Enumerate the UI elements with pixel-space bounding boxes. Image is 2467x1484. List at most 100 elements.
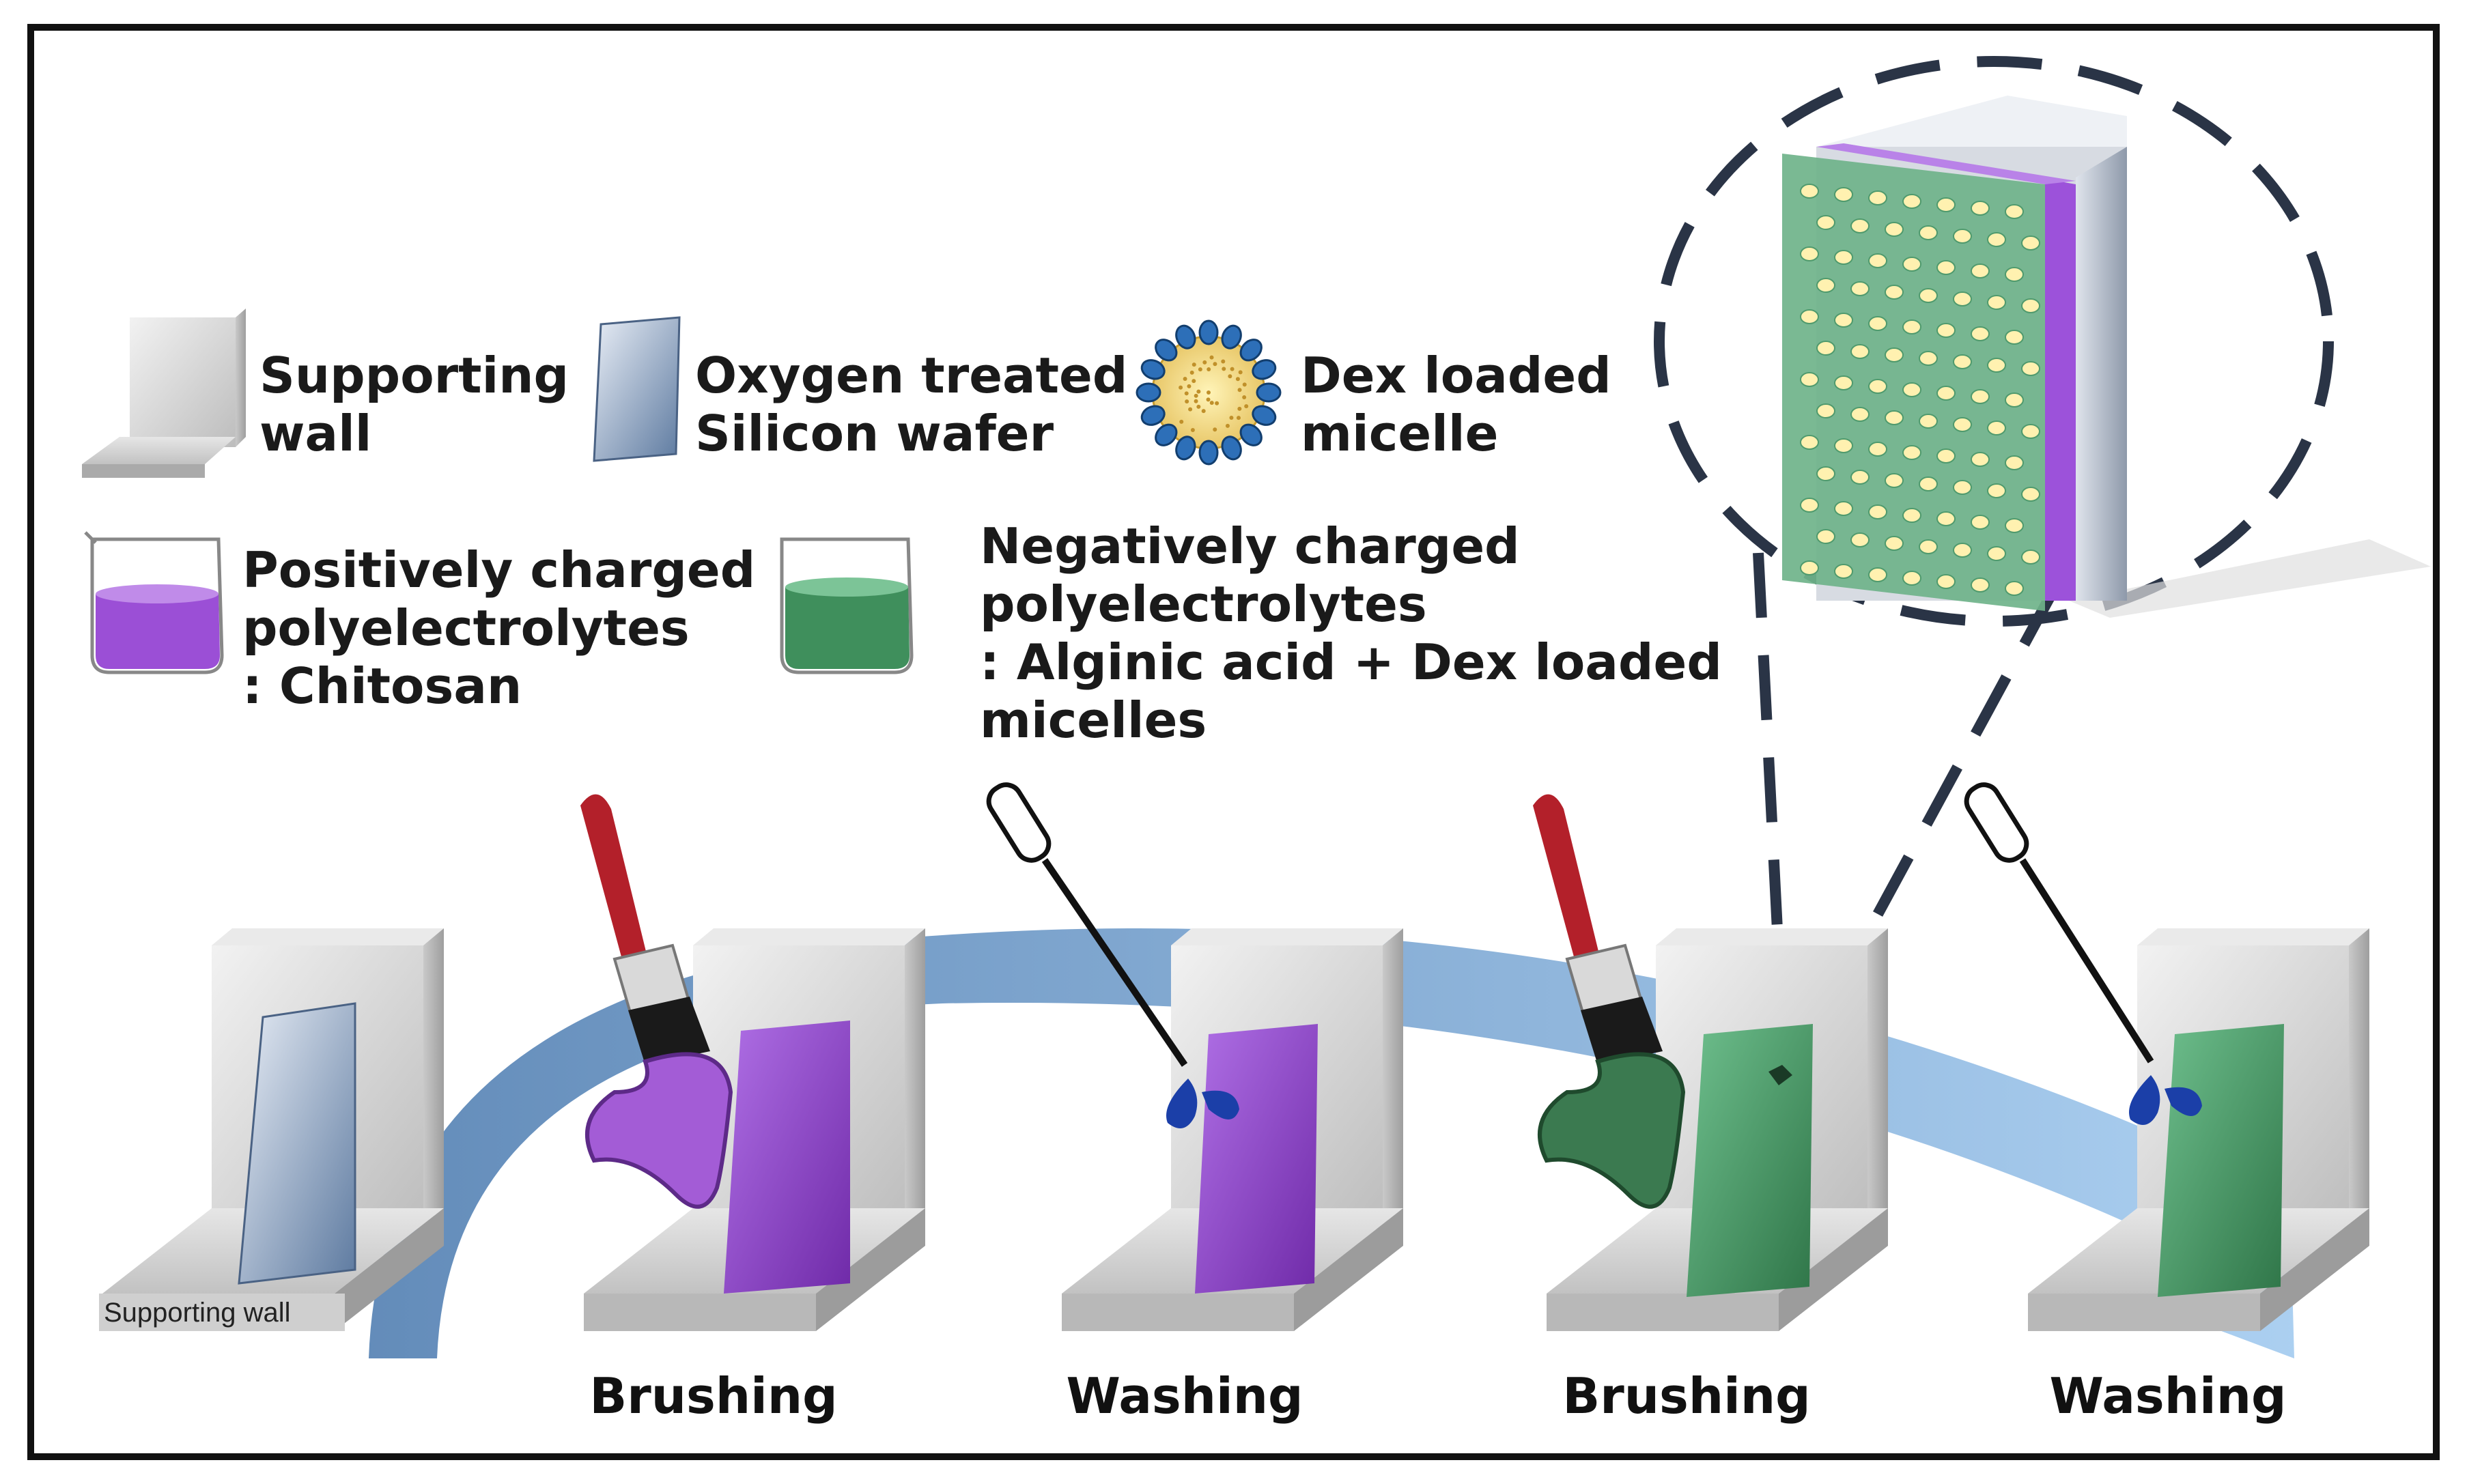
chitosan-beaker-icon bbox=[84, 531, 224, 674]
micelle-core-dot bbox=[1242, 395, 1247, 400]
micelle-dot bbox=[1936, 574, 1956, 589]
micelle-core-dot bbox=[1238, 370, 1243, 375]
micelle-dot bbox=[1987, 232, 2006, 247]
micelle-dot bbox=[2021, 487, 2040, 502]
micelle-core-dot bbox=[1228, 374, 1232, 379]
micelle-dot bbox=[2005, 518, 2024, 533]
micelle-dot bbox=[1902, 257, 1921, 272]
micelle-core-dot bbox=[1237, 406, 1242, 411]
micelle-core-dot bbox=[1229, 415, 1234, 420]
micelle-shell-bead bbox=[1136, 382, 1161, 403]
micelle-dot bbox=[1816, 215, 1835, 230]
micelle-dot bbox=[1987, 420, 2006, 436]
micelle-dot bbox=[1868, 504, 1887, 519]
micelle-core-dot bbox=[1184, 391, 1189, 396]
micelle-dot bbox=[1800, 246, 1819, 261]
silicon-wafer-legend-icon bbox=[593, 316, 681, 462]
micelle-core-dot bbox=[1235, 377, 1240, 382]
micelle-dot bbox=[1850, 470, 1870, 485]
legend-supporting-wall-line1: Supporting bbox=[259, 347, 569, 404]
micelle-dot bbox=[1816, 403, 1835, 418]
micelle-dot bbox=[1936, 448, 1956, 463]
micelle-dot bbox=[1919, 288, 1938, 303]
micelle-dot bbox=[1885, 222, 1904, 237]
alginate-film-step4 bbox=[1687, 1024, 1813, 1297]
micelle-core-dot bbox=[1202, 360, 1207, 365]
micelle-dot bbox=[2021, 550, 2040, 565]
legend-positive-line1: Positively charged bbox=[242, 541, 755, 599]
micelle-dot bbox=[2021, 361, 2040, 376]
micelle-core-dot bbox=[1196, 389, 1201, 394]
micelle-dot bbox=[1850, 532, 1870, 547]
micelle-dot bbox=[1816, 466, 1835, 481]
micelle-dot bbox=[1936, 386, 1956, 401]
micelle-dot bbox=[2021, 236, 2040, 251]
micelle-shell-bead bbox=[1239, 339, 1263, 362]
micelle-dot bbox=[1834, 313, 1853, 328]
micelle-legend-icon bbox=[1136, 319, 1282, 466]
step-label-2: Washing bbox=[1066, 1367, 1303, 1425]
micelle-dot bbox=[1800, 184, 1819, 199]
micelle-dot bbox=[2005, 581, 2024, 596]
micelle-dot bbox=[1800, 435, 1819, 450]
alginate-film-step5 bbox=[2158, 1024, 2284, 1297]
micelle-dot bbox=[1800, 309, 1819, 324]
micelle-dot bbox=[1850, 281, 1870, 296]
micelle-dot bbox=[2005, 204, 2024, 219]
micelle-dot bbox=[1885, 285, 1904, 300]
micelle-core-dot bbox=[1213, 362, 1217, 367]
micelle-dot bbox=[1987, 358, 2006, 373]
zoom-line-left bbox=[1753, 552, 1788, 1025]
micelle-core-dot bbox=[1209, 355, 1214, 360]
micelle-dot bbox=[1816, 529, 1835, 544]
micelle-dot bbox=[1816, 278, 1835, 293]
micelle-dot bbox=[1971, 263, 1990, 279]
micelle-dot bbox=[1834, 250, 1853, 265]
micelle-dot bbox=[1953, 229, 1972, 244]
legend-silicon-wafer-line1: Oxygen treated bbox=[695, 347, 1127, 404]
micelle-shell-bead bbox=[1175, 436, 1196, 461]
micelle-dot bbox=[2005, 267, 2024, 282]
micelle-core-dot bbox=[1207, 367, 1211, 372]
micelle-dot bbox=[1902, 445, 1921, 460]
micelle-dot bbox=[2021, 298, 2040, 313]
legend-negative-line2: polyelectrolytes bbox=[980, 575, 1427, 633]
micelle-core-dot bbox=[1188, 407, 1193, 412]
micelle-core-dot bbox=[1237, 388, 1242, 393]
micelle-dot bbox=[1834, 501, 1853, 516]
supporting-wall-tag bbox=[99, 1294, 345, 1331]
supporting-wall-legend-icon bbox=[82, 309, 246, 478]
pipette-1 bbox=[986, 782, 1188, 1067]
water-drop-2 bbox=[2129, 1075, 2202, 1125]
micelle-dot bbox=[1868, 442, 1887, 457]
micelle-shell-bead bbox=[1140, 405, 1166, 426]
micelle-core-dot bbox=[1194, 393, 1198, 398]
micelle-dot bbox=[1902, 319, 1921, 334]
micelle-dot bbox=[1902, 194, 1921, 209]
micelle-core-dot bbox=[1190, 428, 1195, 433]
micelle-core-dot bbox=[1244, 404, 1249, 409]
micelle-dot bbox=[1919, 539, 1938, 554]
micelle-core-dot bbox=[1221, 359, 1226, 364]
micelle-dot bbox=[1971, 577, 1990, 593]
micelle-dot bbox=[1885, 347, 1904, 362]
micelle-dot bbox=[2005, 455, 2024, 470]
step-label-4: Washing bbox=[2049, 1367, 2286, 1425]
micelle-dot bbox=[2005, 330, 2024, 345]
legend-positive-line3: : Chitosan bbox=[242, 657, 522, 715]
micelle-dot bbox=[1919, 351, 1938, 366]
micelle-dot bbox=[2005, 393, 2024, 408]
micelle-shell-bead bbox=[1252, 359, 1277, 380]
silicon-wafer-step1 bbox=[238, 1002, 356, 1285]
micelle-core-dot bbox=[1225, 423, 1230, 428]
micelle-core-dot bbox=[1201, 409, 1206, 414]
step-label-3: Brushing bbox=[1562, 1367, 1810, 1425]
step-label-1: Brushing bbox=[589, 1367, 837, 1425]
micelle-dot bbox=[1834, 187, 1853, 202]
micelle-dot bbox=[1953, 543, 1972, 558]
micelle-dot bbox=[1987, 546, 2006, 561]
micelle-dot bbox=[1936, 323, 1956, 338]
alginate-beaker-icon bbox=[780, 537, 914, 674]
micelle-dot bbox=[1834, 438, 1853, 453]
micelle-shell-bead bbox=[1175, 324, 1196, 349]
